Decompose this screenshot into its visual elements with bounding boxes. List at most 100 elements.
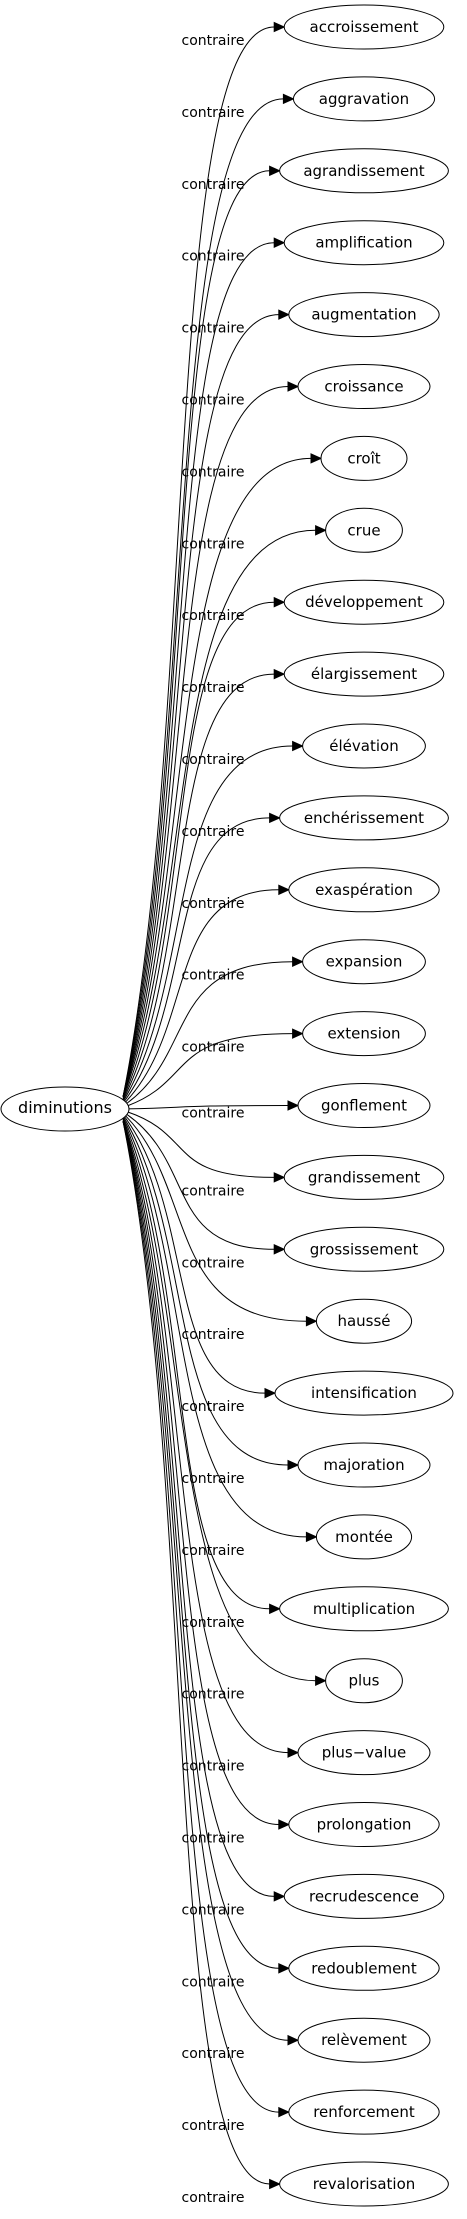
node-ellipse bbox=[320, 435, 408, 481]
node-label: recrudescence bbox=[309, 1887, 419, 1905]
node-label: croissance bbox=[324, 378, 403, 396]
edge-arrowhead bbox=[292, 740, 304, 752]
edge-label: contraire bbox=[182, 393, 245, 409]
edge-label: contraire bbox=[182, 1106, 245, 1122]
node-revalorisation[interactable]: revalorisation bbox=[279, 2161, 449, 2207]
node-label: relèvement bbox=[321, 2031, 407, 2049]
edge-arrowhead bbox=[278, 2106, 291, 2118]
node-ellipse bbox=[274, 1370, 454, 1416]
node-exasperation[interactable]: exaspération bbox=[288, 867, 440, 913]
edge-label: contraire bbox=[182, 2190, 245, 2206]
node-crue[interactable]: crue bbox=[325, 507, 403, 553]
node-relevement[interactable]: relèvement bbox=[297, 2017, 431, 2063]
edge-exasperation: contraire bbox=[122, 884, 291, 1105]
edge-arrowhead bbox=[269, 812, 281, 824]
edge-plus: contraire bbox=[122, 1120, 327, 1703]
edge-line bbox=[122, 98, 284, 1098]
node-gonflement[interactable]: gonflement bbox=[297, 1083, 431, 1128]
node-developpement[interactable]: développement bbox=[283, 579, 445, 625]
node-croit[interactable]: croît bbox=[320, 435, 408, 481]
node-elargissement[interactable]: élargissement bbox=[283, 651, 445, 697]
node-multiplication[interactable]: multiplication bbox=[279, 1586, 449, 1632]
edge-label: contraire bbox=[182, 680, 245, 696]
edge-arrowhead bbox=[269, 1603, 281, 1615]
edge-line bbox=[122, 1109, 275, 1178]
node-majoration[interactable]: majoration bbox=[297, 1442, 431, 1488]
node-hausse[interactable]: haussé bbox=[315, 1298, 413, 1344]
node-aggravation[interactable]: aggravation bbox=[292, 76, 436, 122]
node-intensification[interactable]: intensification bbox=[274, 1370, 454, 1416]
edge-arrowhead bbox=[278, 1963, 291, 1974]
edge-line bbox=[122, 1120, 289, 2041]
node-label: élargissement bbox=[311, 665, 417, 683]
edge-intensification: contraire bbox=[122, 1114, 277, 1415]
edge-label: contraire bbox=[182, 1543, 245, 1559]
node-extension[interactable]: extension bbox=[302, 1011, 426, 1057]
node-prolongation[interactable]: prolongation bbox=[288, 1802, 440, 1847]
edge-arrowhead bbox=[287, 1100, 300, 1111]
node-ellipse bbox=[325, 507, 403, 553]
node-ellipse bbox=[279, 795, 449, 841]
node-augmentation[interactable]: augmentation bbox=[288, 292, 440, 338]
node-ellipse bbox=[288, 292, 440, 338]
edge-line bbox=[122, 961, 293, 1107]
node-recrudescence[interactable]: recrudescence bbox=[283, 1873, 445, 1919]
edge-developpement: contraire bbox=[122, 596, 286, 1100]
edge-line bbox=[122, 745, 293, 1102]
node-ellipse bbox=[283, 220, 445, 266]
edge-gonflement: contraire bbox=[122, 1100, 300, 1122]
node-ellipse bbox=[297, 364, 431, 409]
node-ellipse bbox=[315, 1514, 413, 1560]
node-encherissement[interactable]: enchérissement bbox=[279, 795, 449, 841]
edge-label: contraire bbox=[182, 1471, 245, 1487]
edge-label: contraire bbox=[182, 896, 245, 912]
edge-montee: contraire bbox=[122, 1117, 318, 1559]
node-ellipse bbox=[283, 4, 445, 50]
node-ellipse bbox=[288, 867, 440, 913]
edge-arrowhead bbox=[273, 1891, 286, 1902]
edge-label: contraire bbox=[182, 536, 245, 552]
node-label: majoration bbox=[323, 1456, 404, 1474]
node-elevation[interactable]: élévation bbox=[302, 723, 426, 769]
node-label: agrandissement bbox=[303, 162, 424, 180]
node-redoublement[interactable]: redoublement bbox=[288, 1945, 440, 1991]
edge-augmentation: contraire bbox=[122, 309, 291, 1098]
node-ellipse bbox=[279, 1586, 449, 1632]
node-expansion[interactable]: expansion bbox=[302, 939, 426, 985]
node-ellipse bbox=[302, 723, 426, 769]
node-ellipse bbox=[297, 2017, 431, 2063]
node-label: plus−value bbox=[322, 1744, 407, 1762]
node-label: revalorisation bbox=[313, 2175, 416, 2193]
center-node[interactable]: diminutions bbox=[0, 1086, 130, 1132]
node-amplification[interactable]: amplification bbox=[283, 220, 445, 266]
edge-label: contraire bbox=[182, 824, 245, 840]
edge-line bbox=[122, 1120, 316, 1682]
node-renforcement[interactable]: renforcement bbox=[288, 2089, 440, 2135]
node-label: multiplication bbox=[313, 1600, 415, 1618]
edge-line bbox=[122, 1120, 279, 1969]
edge-line bbox=[122, 673, 275, 1101]
edge-label: contraire bbox=[182, 321, 245, 337]
edge-elevation: contraire bbox=[122, 740, 304, 1102]
edges-layer: contrairecontrairecontrairecontrairecont… bbox=[122, 21, 327, 2206]
node-plus-value[interactable]: plus−value bbox=[297, 1730, 431, 1776]
edge-arrowhead bbox=[264, 1387, 277, 1399]
node-agrandissement[interactable]: agrandissement bbox=[279, 148, 449, 194]
edge-prolongation: contraire bbox=[122, 1120, 291, 1847]
node-ellipse bbox=[283, 1154, 445, 1200]
edge-arrowhead bbox=[278, 309, 291, 320]
edge-label: contraire bbox=[182, 752, 245, 768]
node-montee[interactable]: montée bbox=[315, 1514, 413, 1560]
node-plus[interactable]: plus bbox=[325, 1658, 403, 1704]
edge-majoration: contraire bbox=[122, 1115, 300, 1487]
node-label: élévation bbox=[329, 737, 398, 755]
edge-arrowhead bbox=[273, 21, 286, 33]
node-accroissement[interactable]: accroissement bbox=[283, 4, 445, 50]
node-grossissement[interactable]: grossissement bbox=[283, 1226, 445, 1272]
edge-arrowhead bbox=[273, 668, 286, 680]
node-grandissement[interactable]: grandissement bbox=[283, 1154, 445, 1200]
edge-arrowhead bbox=[292, 956, 304, 967]
edge-arrowhead bbox=[292, 1028, 304, 1039]
node-croissance[interactable]: croissance bbox=[297, 364, 431, 409]
